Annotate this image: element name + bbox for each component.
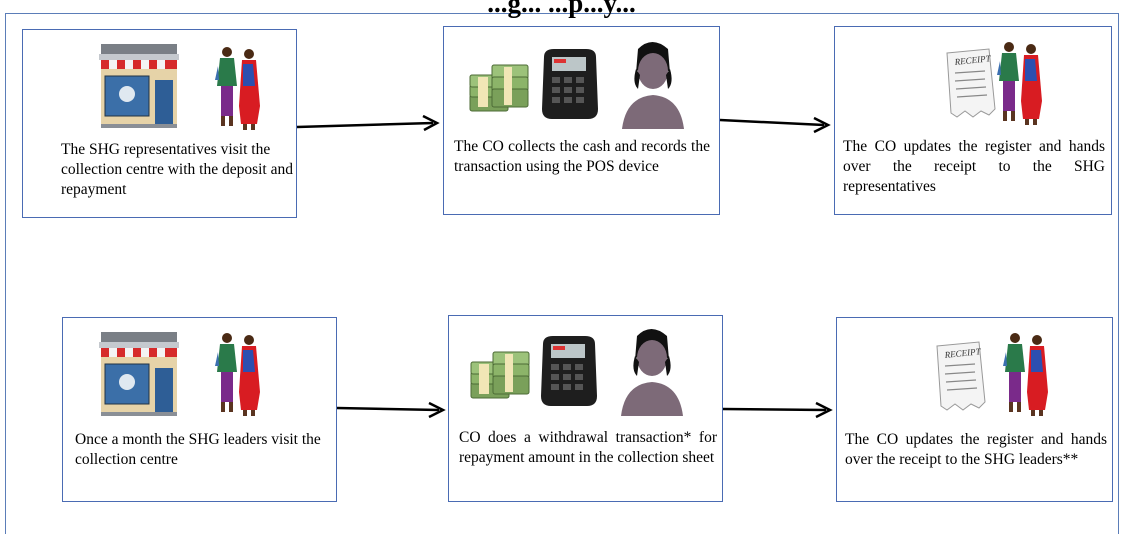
step-box-3: The CO updates the register and hands ov… [834, 26, 1112, 215]
women-icon [997, 42, 1042, 125]
step-text-3: The CO updates the register and hands ov… [843, 138, 1105, 195]
arrow-4-to-5 [337, 401, 446, 419]
arrow-1-to-2 [297, 115, 440, 132]
step-box-4: Once a month the SHG leaders visit the c… [62, 317, 337, 502]
step-text-6: The CO updates the register and hands ov… [845, 431, 1107, 468]
step-text-5: CO does a withdrawal transaction* for re… [459, 429, 717, 466]
women-icon [215, 333, 260, 416]
step-text-4: Once a month the SHG leaders visit the c… [75, 431, 321, 468]
receipt-icon [946, 48, 996, 118]
shop-icon [98, 43, 180, 129]
step-box-2: The CO collects the cash and records the… [443, 26, 720, 215]
pos-device-icon [541, 336, 597, 406]
step-box-6: The CO updates the register and hands ov… [836, 317, 1113, 502]
arrow-5-to-6 [723, 401, 833, 419]
step-text-2: The CO collects the cash and records the… [454, 138, 710, 175]
person-icon [622, 42, 684, 129]
arrow-2-to-3 [720, 116, 831, 134]
pos-device-icon [542, 49, 598, 119]
shop-icon [98, 331, 180, 417]
diagram-frame [5, 13, 1119, 534]
women-icon [1003, 333, 1048, 416]
step-box-1: The SHG representatives visit the collec… [22, 29, 297, 218]
step-box-5: CO does a withdrawal transaction* for re… [448, 315, 723, 502]
person-icon [621, 329, 683, 416]
receipt-icon [936, 341, 986, 411]
women-icon [215, 47, 260, 130]
step-text-1: The SHG representatives visit the collec… [61, 141, 293, 198]
cash-icon [470, 351, 530, 399]
diagram-title: ...g... ...p...y... [487, 0, 636, 18]
cash-icon [469, 64, 529, 112]
